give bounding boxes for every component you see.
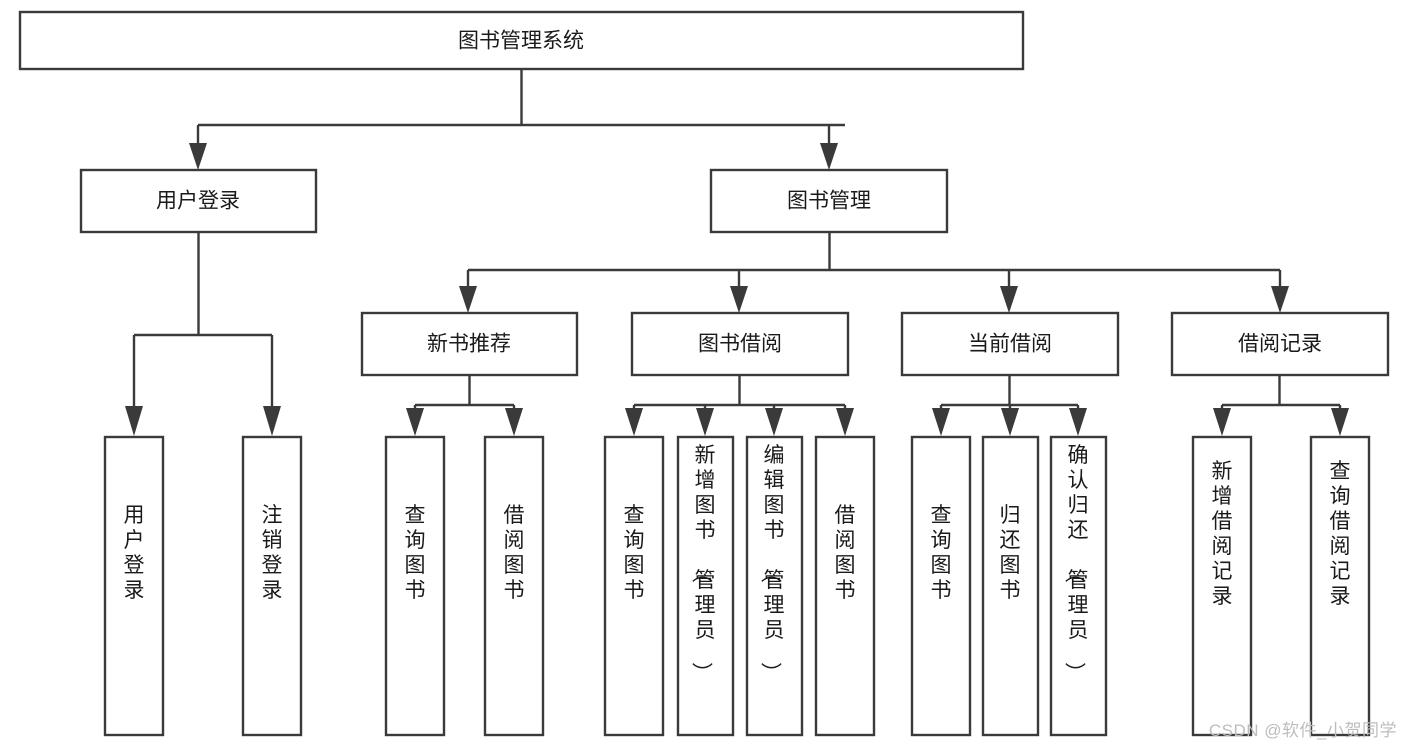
leaf-query-record-box[interactable]	[1309, 435, 1371, 737]
leaf-edit-book[interactable]: 编辑图书（管理员）	[745, 435, 804, 737]
leaf-query-book-2-label: 查询图书	[624, 504, 645, 602]
node-root-label: 图书管理系统	[458, 30, 584, 53]
leaf-logout-login-label: 注销登录	[262, 504, 283, 602]
leaf-borrow-book-2-label: 借阅图书	[835, 504, 856, 602]
leaf-user-login[interactable]: 用户登录	[103, 435, 165, 737]
leaf-add-book-box[interactable]	[676, 435, 735, 737]
arrow-head-leaf-confirm-return	[1069, 408, 1087, 436]
connectors-new-book-recommend-to-leaves	[406, 375, 523, 436]
arrow-head-current-borrow	[1000, 286, 1018, 313]
arrow-head-leaf-borrow-book-1	[505, 408, 523, 436]
leaf-borrow-book-2[interactable]: 借阅图书	[814, 435, 876, 737]
node-new-book-recommend-label: 新书推荐	[427, 333, 511, 356]
leaf-query-book-2-box[interactable]	[603, 435, 665, 737]
arrow-head-leaf-return-book	[1001, 408, 1019, 436]
leaf-query-book-1[interactable]: 查询图书	[384, 435, 446, 737]
node-current-borrow-box[interactable]	[900, 311, 1120, 377]
leaf-confirm-return-label: 确认归还（管理员）	[1063, 444, 1089, 683]
leaf-query-book-1-label: 查询图书	[405, 504, 426, 602]
arrow-head-leaf-query-book-2	[625, 408, 643, 436]
arrow-head-borrow-record	[1271, 286, 1289, 313]
leaf-query-book-3-label: 查询图书	[931, 504, 952, 602]
node-book-borrow[interactable]: 图书借阅	[630, 311, 850, 377]
leaf-add-record-box[interactable]	[1191, 435, 1253, 737]
leaf-add-book[interactable]: 新增图书（管理员）	[676, 435, 735, 737]
connectors-borrow-record-to-leaves	[1213, 375, 1349, 436]
node-new-book-recommend-box[interactable]	[360, 311, 579, 377]
node-book-manage[interactable]: 图书管理	[709, 168, 949, 234]
csdn-watermark: CSDN @软件_小贺同学	[1208, 721, 1397, 740]
arrow-head-leaf-add-record	[1213, 408, 1231, 436]
arrow-head-new-book-recommend	[459, 286, 477, 313]
leaf-return-book-box[interactable]	[981, 435, 1040, 737]
leaf-logout-login[interactable]: 注销登录	[241, 435, 303, 737]
leaf-query-book-2[interactable]: 查询图书	[603, 435, 665, 737]
node-borrow-record[interactable]: 借阅记录	[1170, 311, 1390, 377]
connectors-book-manage-to-level3	[459, 232, 1289, 313]
leaf-return-book[interactable]: 归还图书	[981, 435, 1040, 737]
node-user-login[interactable]: 用户登录	[79, 168, 318, 234]
arrow-head-book-borrow	[730, 286, 748, 313]
node-user-login-label: 用户登录	[156, 190, 240, 213]
node-book-borrow-label: 图书借阅	[698, 333, 782, 356]
leaf-logout-login-box[interactable]	[241, 435, 303, 737]
arrow-head-leaf-edit-book	[765, 408, 783, 436]
node-current-borrow[interactable]: 当前借阅	[900, 311, 1120, 377]
arrow-head-book-manage	[820, 143, 838, 170]
leaf-borrow-book-1-box[interactable]	[483, 435, 545, 737]
node-new-book-recommend[interactable]: 新书推荐	[360, 311, 579, 377]
leaf-user-login-label: 用户登录	[124, 504, 145, 602]
node-user-login-box[interactable]	[79, 168, 318, 234]
arrow-head-leaf-query-book-3	[932, 408, 950, 436]
node-borrow-record-label: 借阅记录	[1238, 333, 1322, 356]
node-borrow-record-box[interactable]	[1170, 311, 1390, 377]
leaf-borrow-book-1-label: 借阅图书	[504, 504, 525, 602]
connectors-user-login-to-leaves	[125, 232, 281, 436]
leaf-user-login-box[interactable]	[103, 435, 165, 737]
arrow-head-leaf-query-record	[1331, 408, 1349, 436]
arrow-head-leaf-add-book	[696, 408, 714, 436]
node-root-box[interactable]	[18, 10, 1025, 71]
leaf-add-record-label: 新增借阅记录	[1212, 460, 1233, 608]
leaf-add-record[interactable]: 新增借阅记录	[1191, 435, 1253, 737]
connectors-root-to-level2	[189, 69, 845, 170]
arrow-head-leaf-user-login	[125, 406, 143, 436]
leaf-query-record-label: 查询借阅记录	[1330, 460, 1351, 608]
leaf-confirm-return-box[interactable]	[1049, 435, 1108, 737]
leaf-query-book-3[interactable]: 查询图书	[910, 435, 972, 737]
connectors-current-borrow-to-leaves	[932, 375, 1087, 436]
node-root[interactable]: 图书管理系统	[18, 10, 1025, 71]
arrow-head-leaf-logout-login	[263, 406, 281, 436]
connectors-book-borrow-to-leaves	[625, 375, 854, 436]
arrow-head-leaf-query-book-1	[406, 408, 424, 436]
leaf-return-book-label: 归还图书	[1000, 504, 1021, 602]
leaf-confirm-return[interactable]: 确认归还（管理员）	[1049, 435, 1108, 737]
leaf-edit-book-box[interactable]	[745, 435, 804, 737]
node-book-manage-box[interactable]	[709, 168, 949, 234]
leaf-borrow-book-1[interactable]: 借阅图书	[483, 435, 545, 737]
leaf-edit-book-label: 编辑图书（管理员）	[759, 444, 785, 683]
leaf-query-book-3-box[interactable]	[910, 435, 972, 737]
leaf-add-book-label: 新增图书（管理员）	[690, 444, 716, 683]
arrow-head-leaf-borrow-book-2	[836, 408, 854, 436]
node-book-manage-label: 图书管理	[787, 190, 871, 213]
leaf-query-record[interactable]: 查询借阅记录	[1309, 435, 1371, 737]
node-current-borrow-label: 当前借阅	[968, 333, 1052, 356]
leaf-query-book-1-box[interactable]	[384, 435, 446, 737]
node-book-borrow-box[interactable]	[630, 311, 850, 377]
arrow-head-user-login	[189, 143, 207, 170]
leaf-borrow-book-2-box[interactable]	[814, 435, 876, 737]
